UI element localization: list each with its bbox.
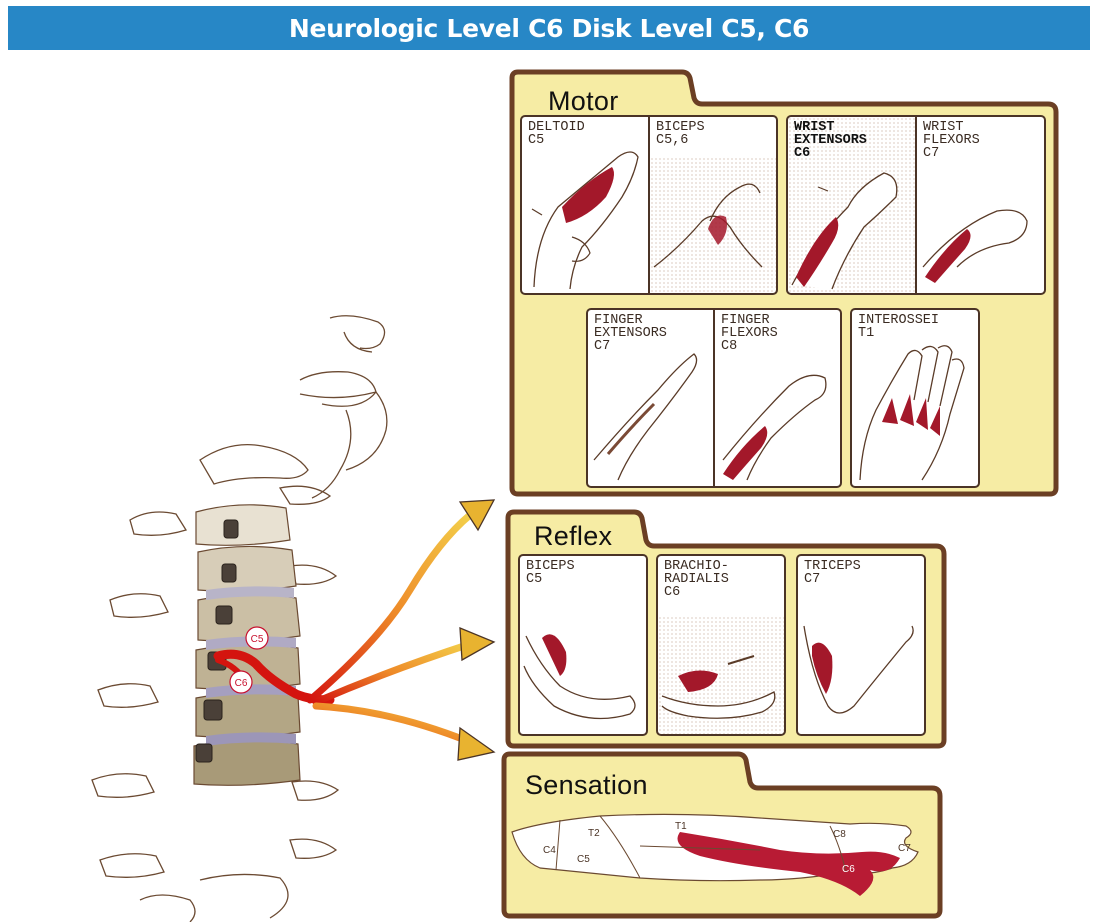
reflex-brachioradialis-name: BRACHIO- RADIALIS	[664, 559, 729, 587]
motor-deltoid-level: C5	[528, 133, 544, 148]
dermatome-t2: T2	[588, 828, 600, 839]
motor-finger-flexors-level: C8	[721, 339, 737, 354]
motor-wrist-extensors-level: C6	[794, 146, 810, 161]
motor-interossei-level: T1	[858, 326, 874, 341]
dermatome-c4: C4	[543, 845, 556, 856]
dermatome-c7: C7	[898, 843, 911, 854]
motor-finger-flexors-name: FINGER FLEXORS	[721, 313, 778, 341]
reflex-brachioradialis-level: C6	[664, 585, 680, 600]
reflex-triceps-level: C7	[804, 572, 820, 587]
dermatome-t1: T1	[675, 821, 687, 832]
motor-finger-extensors-level: C7	[594, 339, 610, 354]
dermatome-c6: C6	[842, 864, 855, 875]
dermatome-c8: C8	[833, 829, 846, 840]
reflex-biceps-level: C5	[526, 572, 542, 587]
motor-finger-extensors-name: FINGER EXTENSORS	[594, 313, 667, 341]
motor-wrist-flexors-level: C7	[923, 146, 939, 161]
dermatome-c5: C5	[577, 854, 590, 865]
motor-wrist-extensors-name: WRIST EXTENSORS	[794, 120, 867, 148]
motor-wrist-flexors-name: WRIST FLEXORS	[923, 120, 980, 148]
motor-biceps-level: C5,6	[656, 133, 688, 148]
